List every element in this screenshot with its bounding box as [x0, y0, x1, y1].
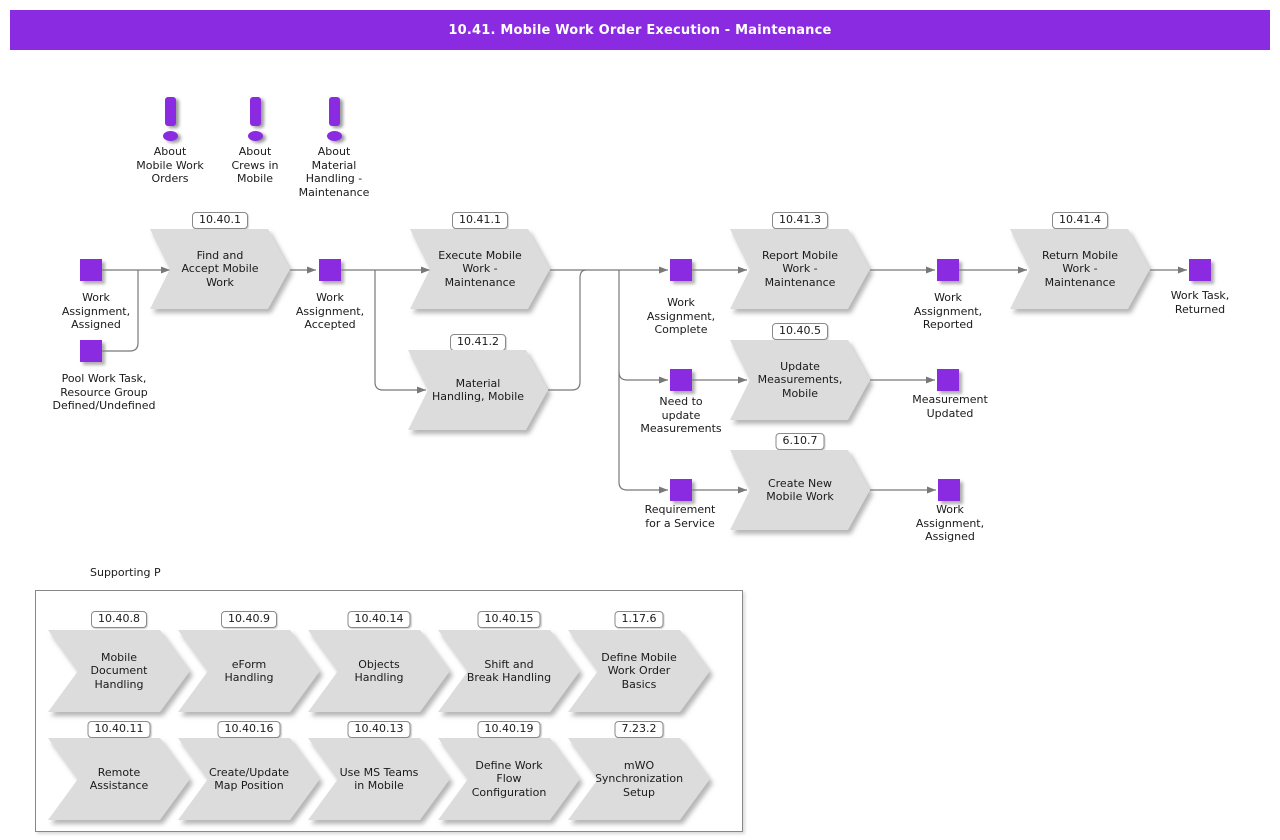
header-bar: 10.41. Mobile Work Order Execution - Mai…	[10, 10, 1270, 50]
process-define-work-flow-configuration[interactable]: Define Work Flow Configuration	[438, 738, 580, 820]
process-code-badge[interactable]: 10.40.13	[347, 721, 411, 738]
process-code-badge[interactable]: 10.40.8	[91, 611, 147, 628]
event-label: Pool Work Task, Resource Group Defined/U…	[52, 372, 156, 412]
process-find-accept-mobile-work[interactable]: Find and Accept Mobile Work	[150, 229, 290, 309]
event-label: Work Task, Returned	[1170, 289, 1230, 316]
event-square-pool-work-task	[80, 340, 102, 362]
process-code-badge[interactable]: 10.40.11	[87, 721, 151, 738]
page-title: 10.41. Mobile Work Order Execution - Mai…	[448, 22, 832, 38]
exclamation-bar	[328, 97, 340, 126]
process-report-mobile-work[interactable]: Report Mobile Work - Maintenance	[730, 229, 870, 309]
process-material-handling-mobile[interactable]: Material Handling, Mobile	[408, 350, 548, 430]
process-code-badge[interactable]: 10.41.4	[1052, 212, 1108, 229]
exclamation-dot	[162, 131, 178, 141]
process-return-mobile-work[interactable]: Return Mobile Work - Maintenance	[1010, 229, 1150, 309]
process-code-badge[interactable]: 7.23.2	[614, 721, 664, 738]
process-code-badge[interactable]: 10.40.5	[772, 323, 828, 340]
event-label: Measurement Updated	[912, 393, 988, 420]
process-create-update-map-position[interactable]: Create/Update Map Position	[178, 738, 320, 820]
event-square-requirement-for-service	[670, 479, 692, 501]
process-code-badge[interactable]: 10.41.2	[450, 334, 506, 351]
note-label-crews-in-mobile[interactable]: About Crews in Mobile	[231, 145, 279, 185]
process-create-new-mobile-work[interactable]: Create New Mobile Work	[730, 450, 870, 530]
process-use-ms-teams-in-mobile[interactable]: Use MS Teams in Mobile	[308, 738, 450, 820]
event-square-need-update-measurements	[670, 369, 692, 391]
event-label: Requirement for a Service	[644, 503, 716, 530]
event-square-measurement-updated	[937, 369, 959, 391]
exclamation-icon[interactable]	[247, 97, 263, 141]
process-define-mobile-work-order-basics[interactable]: Define Mobile Work Order Basics	[568, 630, 710, 712]
note-label-material-handling[interactable]: About Material Handling - Maintenance	[298, 145, 370, 199]
event-square-work-assignment-complete	[670, 259, 692, 281]
process-code-badge[interactable]: 10.41.1	[452, 212, 508, 229]
process-remote-assistance[interactable]: Remote Assistance	[48, 738, 190, 820]
process-objects-handling[interactable]: Objects Handling	[308, 630, 450, 712]
process-mobile-document-handling[interactable]: Mobile Document Handling	[48, 630, 190, 712]
event-square-work-assignment-accepted	[319, 259, 341, 281]
event-square-work-assignment-assigned-2	[938, 479, 960, 501]
event-label: Work Assignment, Reported	[913, 291, 983, 331]
event-square-work-task-returned	[1189, 259, 1211, 281]
exclamation-bar	[249, 97, 261, 126]
process-code-badge[interactable]: 6.10.7	[775, 433, 825, 450]
process-code-badge[interactable]: 10.40.14	[347, 611, 411, 628]
exclamation-icon[interactable]	[162, 97, 178, 141]
exclamation-icon[interactable]	[326, 97, 342, 141]
event-square-work-assignment-assigned	[80, 259, 102, 281]
event-square-work-assignment-reported	[937, 259, 959, 281]
exclamation-dot	[247, 131, 263, 141]
process-code-badge[interactable]: 10.41.3	[772, 212, 828, 229]
event-label: Work Assignment, Complete	[646, 296, 716, 336]
exclamation-bar	[164, 97, 176, 126]
event-label: Work Assignment, Assigned	[915, 503, 985, 543]
process-code-badge[interactable]: 10.40.15	[477, 611, 541, 628]
process-shift-break-handling[interactable]: Shift and Break Handling	[438, 630, 580, 712]
process-code-badge[interactable]: 10.40.19	[477, 721, 541, 738]
exclamation-dot	[326, 131, 342, 141]
note-label-mobile-work-orders[interactable]: About Mobile Work Orders	[136, 145, 204, 185]
process-eform-handling[interactable]: eForm Handling	[178, 630, 320, 712]
process-execute-mobile-work[interactable]: Execute Mobile Work - Maintenance	[410, 229, 550, 309]
process-code-badge[interactable]: 10.40.1	[192, 212, 248, 229]
process-code-badge[interactable]: 1.17.6	[614, 611, 664, 628]
process-mwo-synchronization-setup[interactable]: mWO Synchronization Setup	[568, 738, 710, 820]
process-update-measurements-mobile[interactable]: Update Measurements, Mobile	[730, 340, 870, 420]
supporting-section-label: Supporting P	[90, 566, 161, 579]
event-label: Need to update Measurements	[640, 395, 722, 435]
event-label: Work Assignment, Assigned	[61, 291, 131, 331]
event-label: Work Assignment, Accepted	[295, 291, 365, 331]
process-code-badge[interactable]: 10.40.9	[221, 611, 277, 628]
process-code-badge[interactable]: 10.40.16	[217, 721, 281, 738]
